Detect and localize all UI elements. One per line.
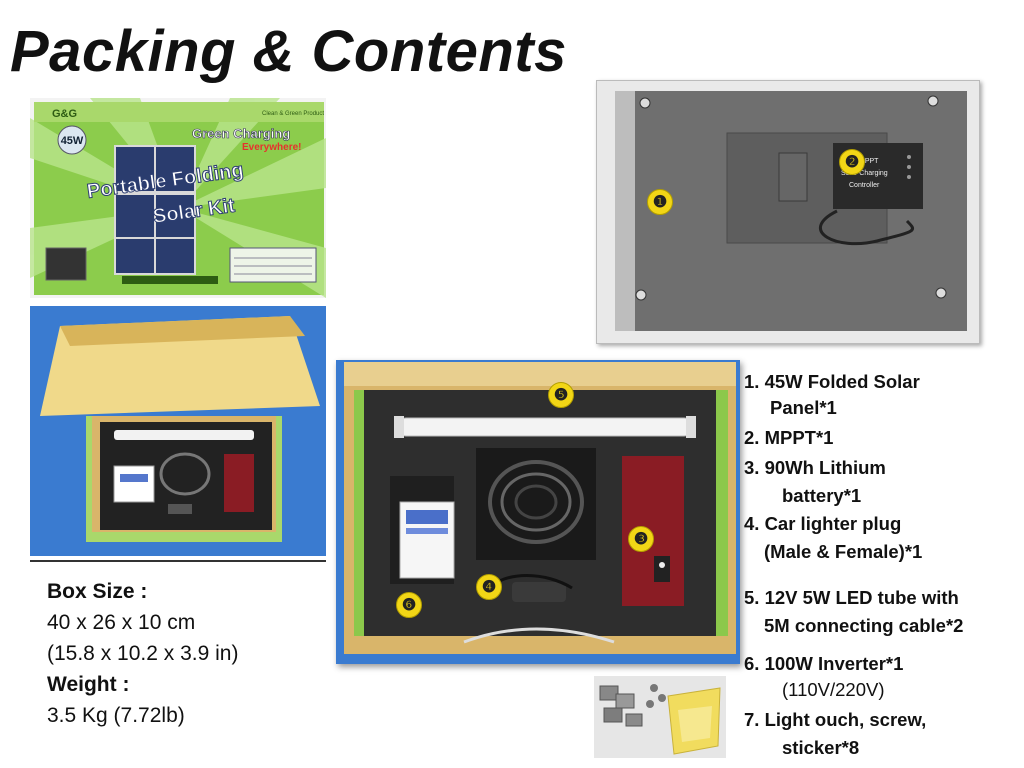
marker-2: ❷ [839, 149, 865, 175]
box-contents-photo: ❺ ❸ ❹ ❻ [336, 360, 740, 664]
svg-text:Controller: Controller [849, 182, 880, 189]
marker-6: ❻ [396, 592, 422, 618]
list-item: 1. 45W Folded Solar [744, 371, 920, 392]
list-item: Panel*1 [770, 397, 837, 418]
marker-3: ❸ [628, 526, 654, 552]
list-item: 2. MPPT*1 [744, 427, 834, 448]
contents-list: 1. 45W Folded Solar Panel*1 2. MPPT*1 3.… [744, 368, 963, 762]
list-item: 7. Light ouch, screw, [744, 709, 927, 730]
hardware-pouch-photo [594, 676, 726, 758]
svg-text:Everywhere!: Everywhere! [242, 142, 301, 153]
marker-1: ❶ [647, 189, 673, 215]
box-size-label: Box Size : [47, 580, 148, 603]
svg-text:Green Charging: Green Charging [192, 126, 290, 141]
box-size-cm: 40 x 26 x 10 cm [47, 611, 196, 634]
weight-value: 3.5 Kg (7.72lb) [47, 704, 185, 727]
marker-4: ❹ [476, 574, 502, 600]
marker-5: ❺ [548, 382, 574, 408]
list-item: 5. 12V 5W LED tube with [744, 587, 959, 608]
list-item: (Male & Female)*1 [764, 541, 923, 562]
box-specs: Box Size : 40 x 26 x 10 cm (15.8 x 10.2 … [47, 576, 238, 731]
list-item: battery*1 [782, 485, 862, 506]
product-box-photo: G&G Clean & Green Product 45W Green Char… [30, 98, 326, 298]
weight-label: Weight : [47, 673, 130, 696]
brand-logo-text: G&G [52, 108, 77, 120]
list-item: (110V/220V) [782, 679, 885, 700]
svg-text:MPPT: MPPT [859, 158, 879, 165]
list-item: 3. 90Wh Lithium [744, 457, 886, 478]
open-box-photo [30, 306, 326, 556]
page-title: Packing & Contents [10, 19, 567, 84]
list-item: sticker*8 [782, 737, 860, 758]
list-item: 5M connecting cable*2 [764, 615, 964, 636]
divider-line [30, 560, 326, 562]
svg-text:Solar Charging: Solar Charging [841, 170, 888, 177]
45w-badge: 45W [61, 135, 84, 147]
solar-panel-photo: MPPT Solar Charging Controller ❶ ❷ [596, 80, 980, 344]
list-item: 6. 100W Inverter*1 [744, 653, 904, 674]
list-item: 4. Car lighter plug [744, 513, 902, 534]
svg-text:Clean & Green Product: Clean & Green Product [262, 111, 324, 117]
box-size-in: (15.8 x 10.2 x 3.9 in) [47, 642, 239, 665]
